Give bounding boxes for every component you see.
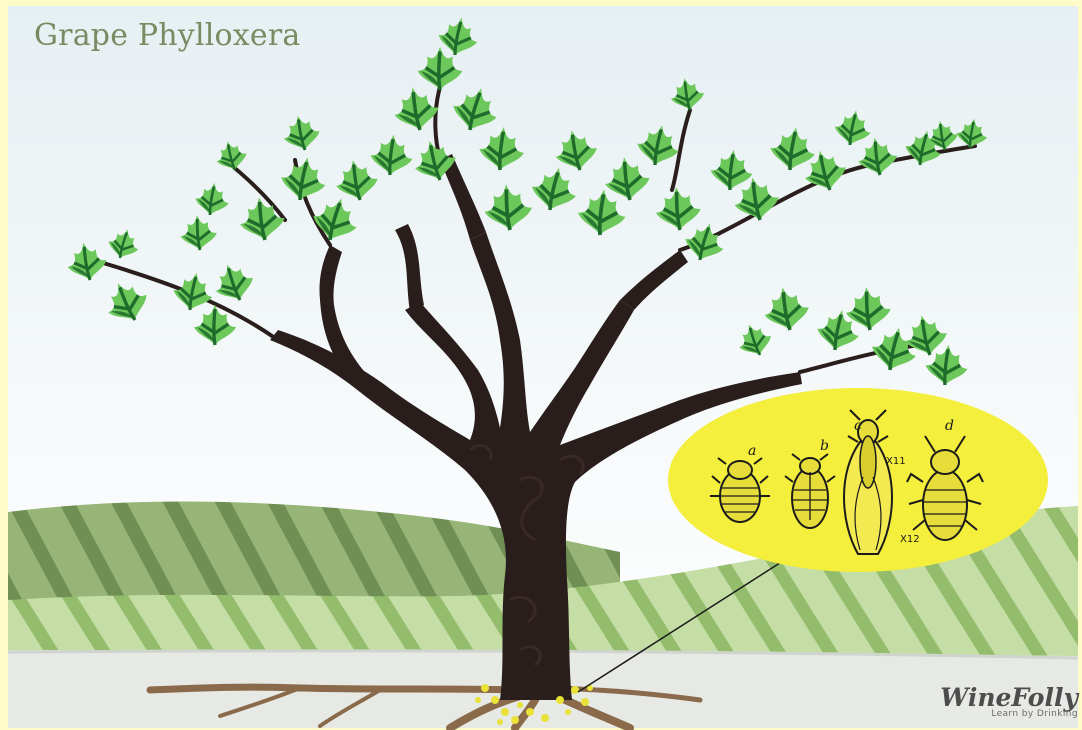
- brand-name: WineFolly: [940, 685, 1078, 710]
- insect-b-label: b: [820, 438, 829, 454]
- page-title: Grape Phylloxera: [34, 18, 301, 53]
- insect-d-magnification: X12: [900, 534, 920, 545]
- insect-d-label: d: [945, 418, 954, 434]
- insect-a-label: a: [748, 443, 756, 459]
- insect-c-magnification: X11: [886, 456, 906, 467]
- insect-c-label: c: [854, 418, 862, 434]
- brand-logo: WineFolly Learn by Drinking: [940, 685, 1078, 720]
